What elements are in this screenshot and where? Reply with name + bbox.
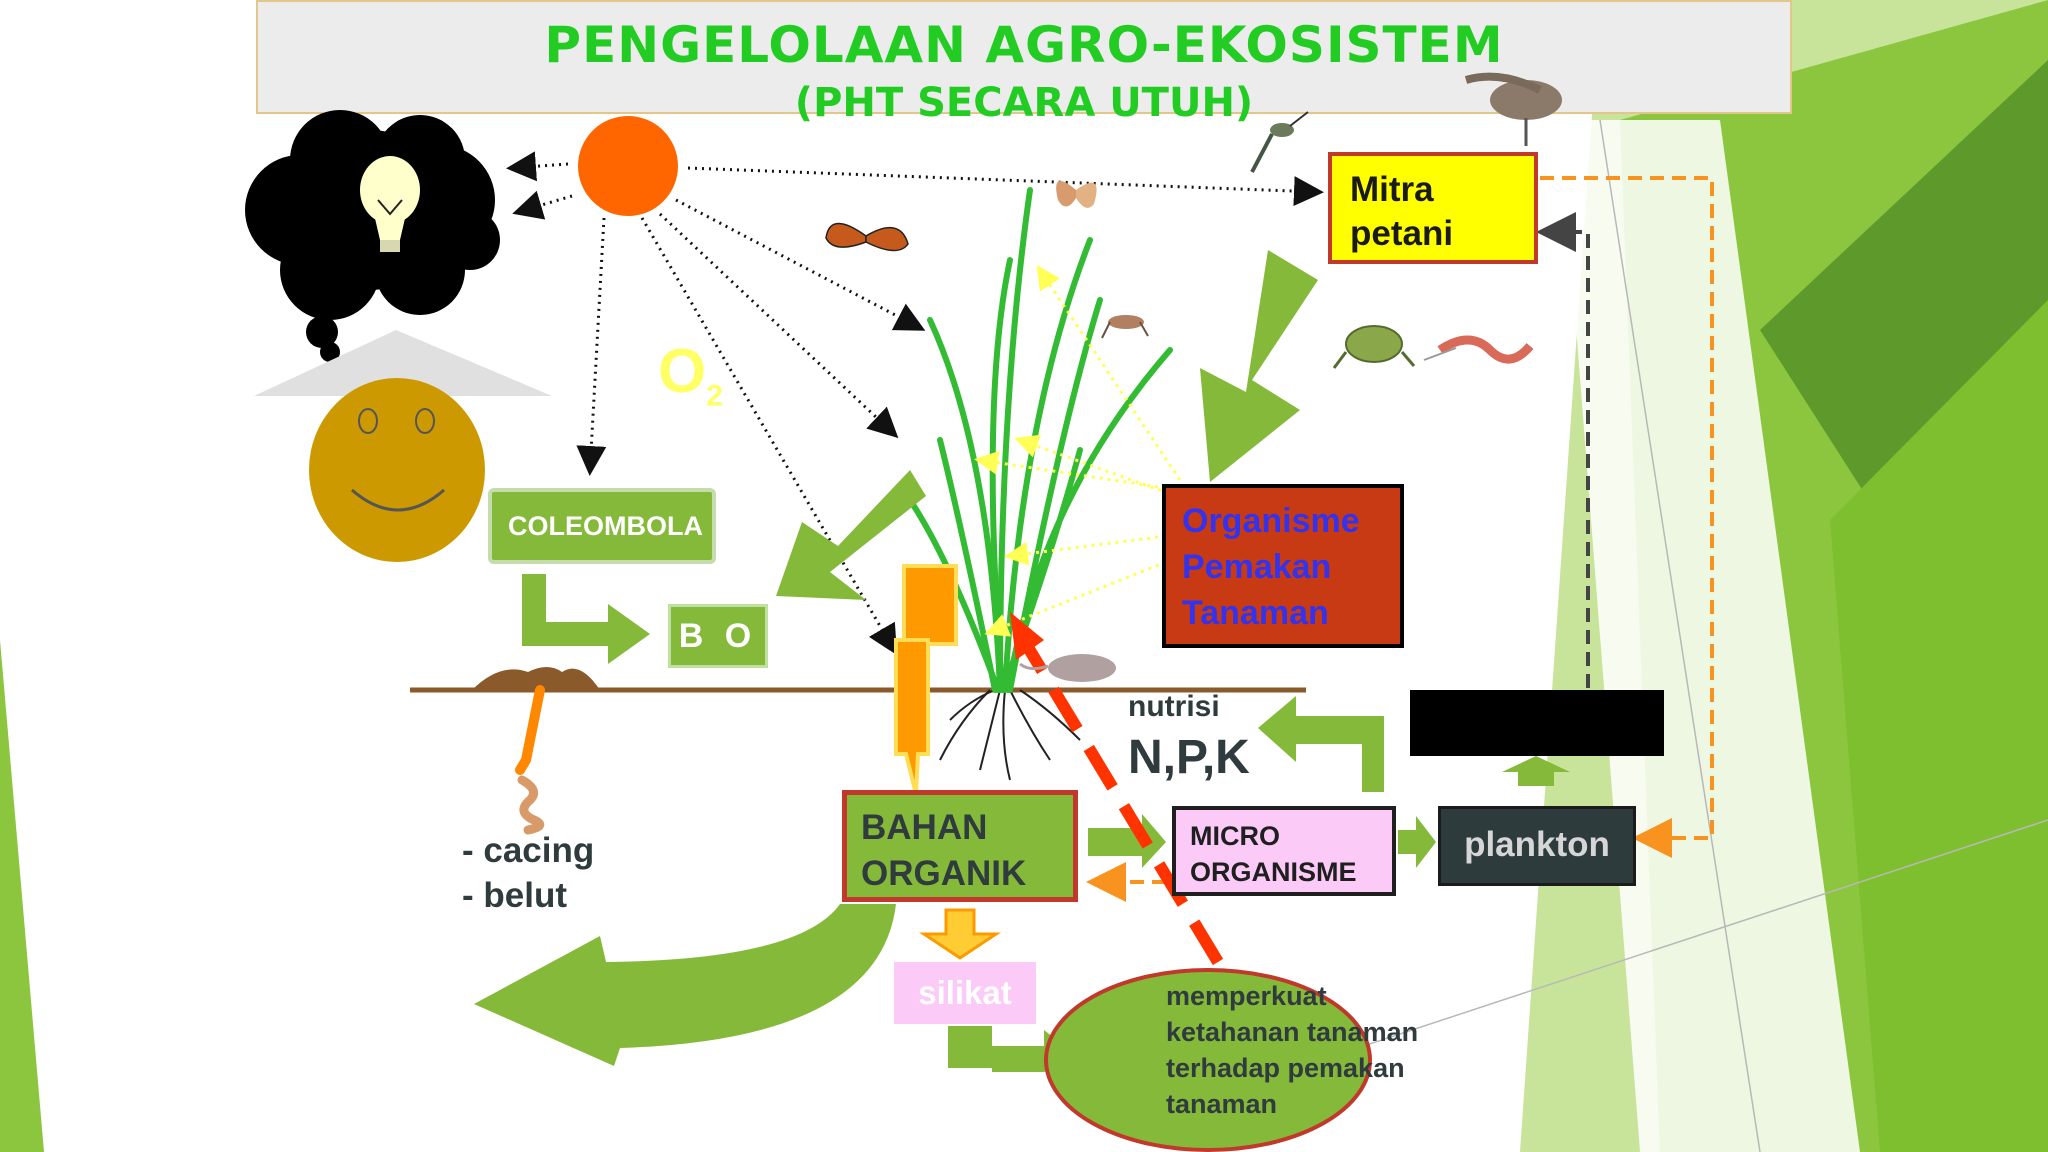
black-box (1410, 690, 1664, 756)
frog-icon (1332, 325, 1416, 369)
npk-label: N,P,K (1128, 731, 1250, 784)
pest-arrows (974, 265, 1182, 637)
micro-to-plankton-arrow (1398, 816, 1436, 868)
hawk-icon (1464, 72, 1562, 146)
plant-to-bo-arrow (776, 470, 926, 600)
bg-thin-line-1 (1599, 119, 1761, 1152)
red-dashed-arrow (1010, 612, 1224, 966)
oval-line1: memperkuat (1166, 981, 1327, 1011)
sun-rays (506, 151, 1324, 656)
gray-dashed-line (1536, 212, 1590, 688)
silikat-box: silikat (894, 962, 1036, 1024)
oval-line4: tanaman (1166, 1089, 1278, 1119)
o2-subscript: 2 (706, 379, 723, 413)
rat-icon (1019, 654, 1116, 682)
butterfly-icon-2 (1056, 181, 1097, 208)
oval-text: memperkuat ketahanan tanaman terhadap pe… (1166, 978, 1418, 1122)
recycle-arrow (474, 904, 896, 1066)
mitra-petani-box: Mitra petani (1328, 152, 1538, 264)
micro-to-nutrisi-arrow (1258, 696, 1384, 792)
mitra-line2: petani (1350, 214, 1454, 253)
micro-line2: ORGANISME (1190, 857, 1357, 887)
bahan-line2: ORGANIK (861, 854, 1027, 893)
o2-label: O2 (658, 336, 723, 413)
coleombola-to-bo-arrow (522, 574, 650, 664)
mitra-line1: Mitra (1350, 170, 1434, 209)
coleombola-box: COLEOMBOLA (488, 488, 716, 564)
bg-left-shape (0, 640, 44, 1152)
worm-item-2: - belut (462, 876, 567, 915)
oval-line2: ketahanan tanaman (1166, 1017, 1419, 1047)
plankton-up-arrow (1502, 756, 1570, 786)
bahan-to-silikat-arrow (919, 908, 1001, 960)
organisme-line3: Tanaman (1182, 594, 1329, 632)
plankton-box: plankton (1438, 806, 1636, 886)
thinking-cloud-icon (245, 110, 500, 362)
micro-line1: MICRO (1190, 821, 1280, 851)
bo-box: B O (668, 604, 768, 668)
worm-item-1: - cacing (462, 831, 595, 870)
bg-right-shape-bright (1830, 300, 2048, 1152)
title-main: PENGELOLAAN AGRO-EKOSISTEM (544, 16, 1504, 74)
bahan-organik-box: BAHAN ORGANIK (842, 790, 1078, 902)
worm-list: - cacing - belut (462, 828, 594, 918)
organisme-pemakan-box: Organisme Pemakan Tanaman (1162, 484, 1404, 648)
grasshopper-icon (1101, 315, 1149, 339)
hummingbird-icon (1250, 111, 1309, 173)
bahan-line1: BAHAN (861, 808, 988, 847)
soil-mound (472, 667, 600, 690)
micro-organisme-box: MICRO ORGANISME (1172, 806, 1396, 896)
nutrisi-label: nutrisi (1128, 690, 1220, 723)
worm-icon (515, 685, 545, 835)
organisme-line2: Pemakan (1182, 548, 1332, 586)
sun-icon (578, 116, 678, 216)
mitra-to-organisme-arrow (1200, 250, 1318, 482)
o2-letter: O (658, 337, 707, 406)
title-sub: (PHT SECARA UTUH) (794, 80, 1254, 126)
plant-to-bahan-arrow (894, 564, 958, 795)
organisme-line1: Organisme (1182, 502, 1360, 540)
lightbulb-icon (360, 156, 420, 252)
orange-dashed-lines (1086, 176, 1714, 902)
butterfly-icon (825, 222, 909, 252)
farmer-face-icon (254, 330, 552, 562)
snake-icon (1423, 335, 1534, 364)
oval-line3: terhadap pemakan (1166, 1053, 1405, 1083)
bahan-to-micro-arrow (1088, 814, 1166, 868)
oval-shape (1044, 968, 1372, 1152)
